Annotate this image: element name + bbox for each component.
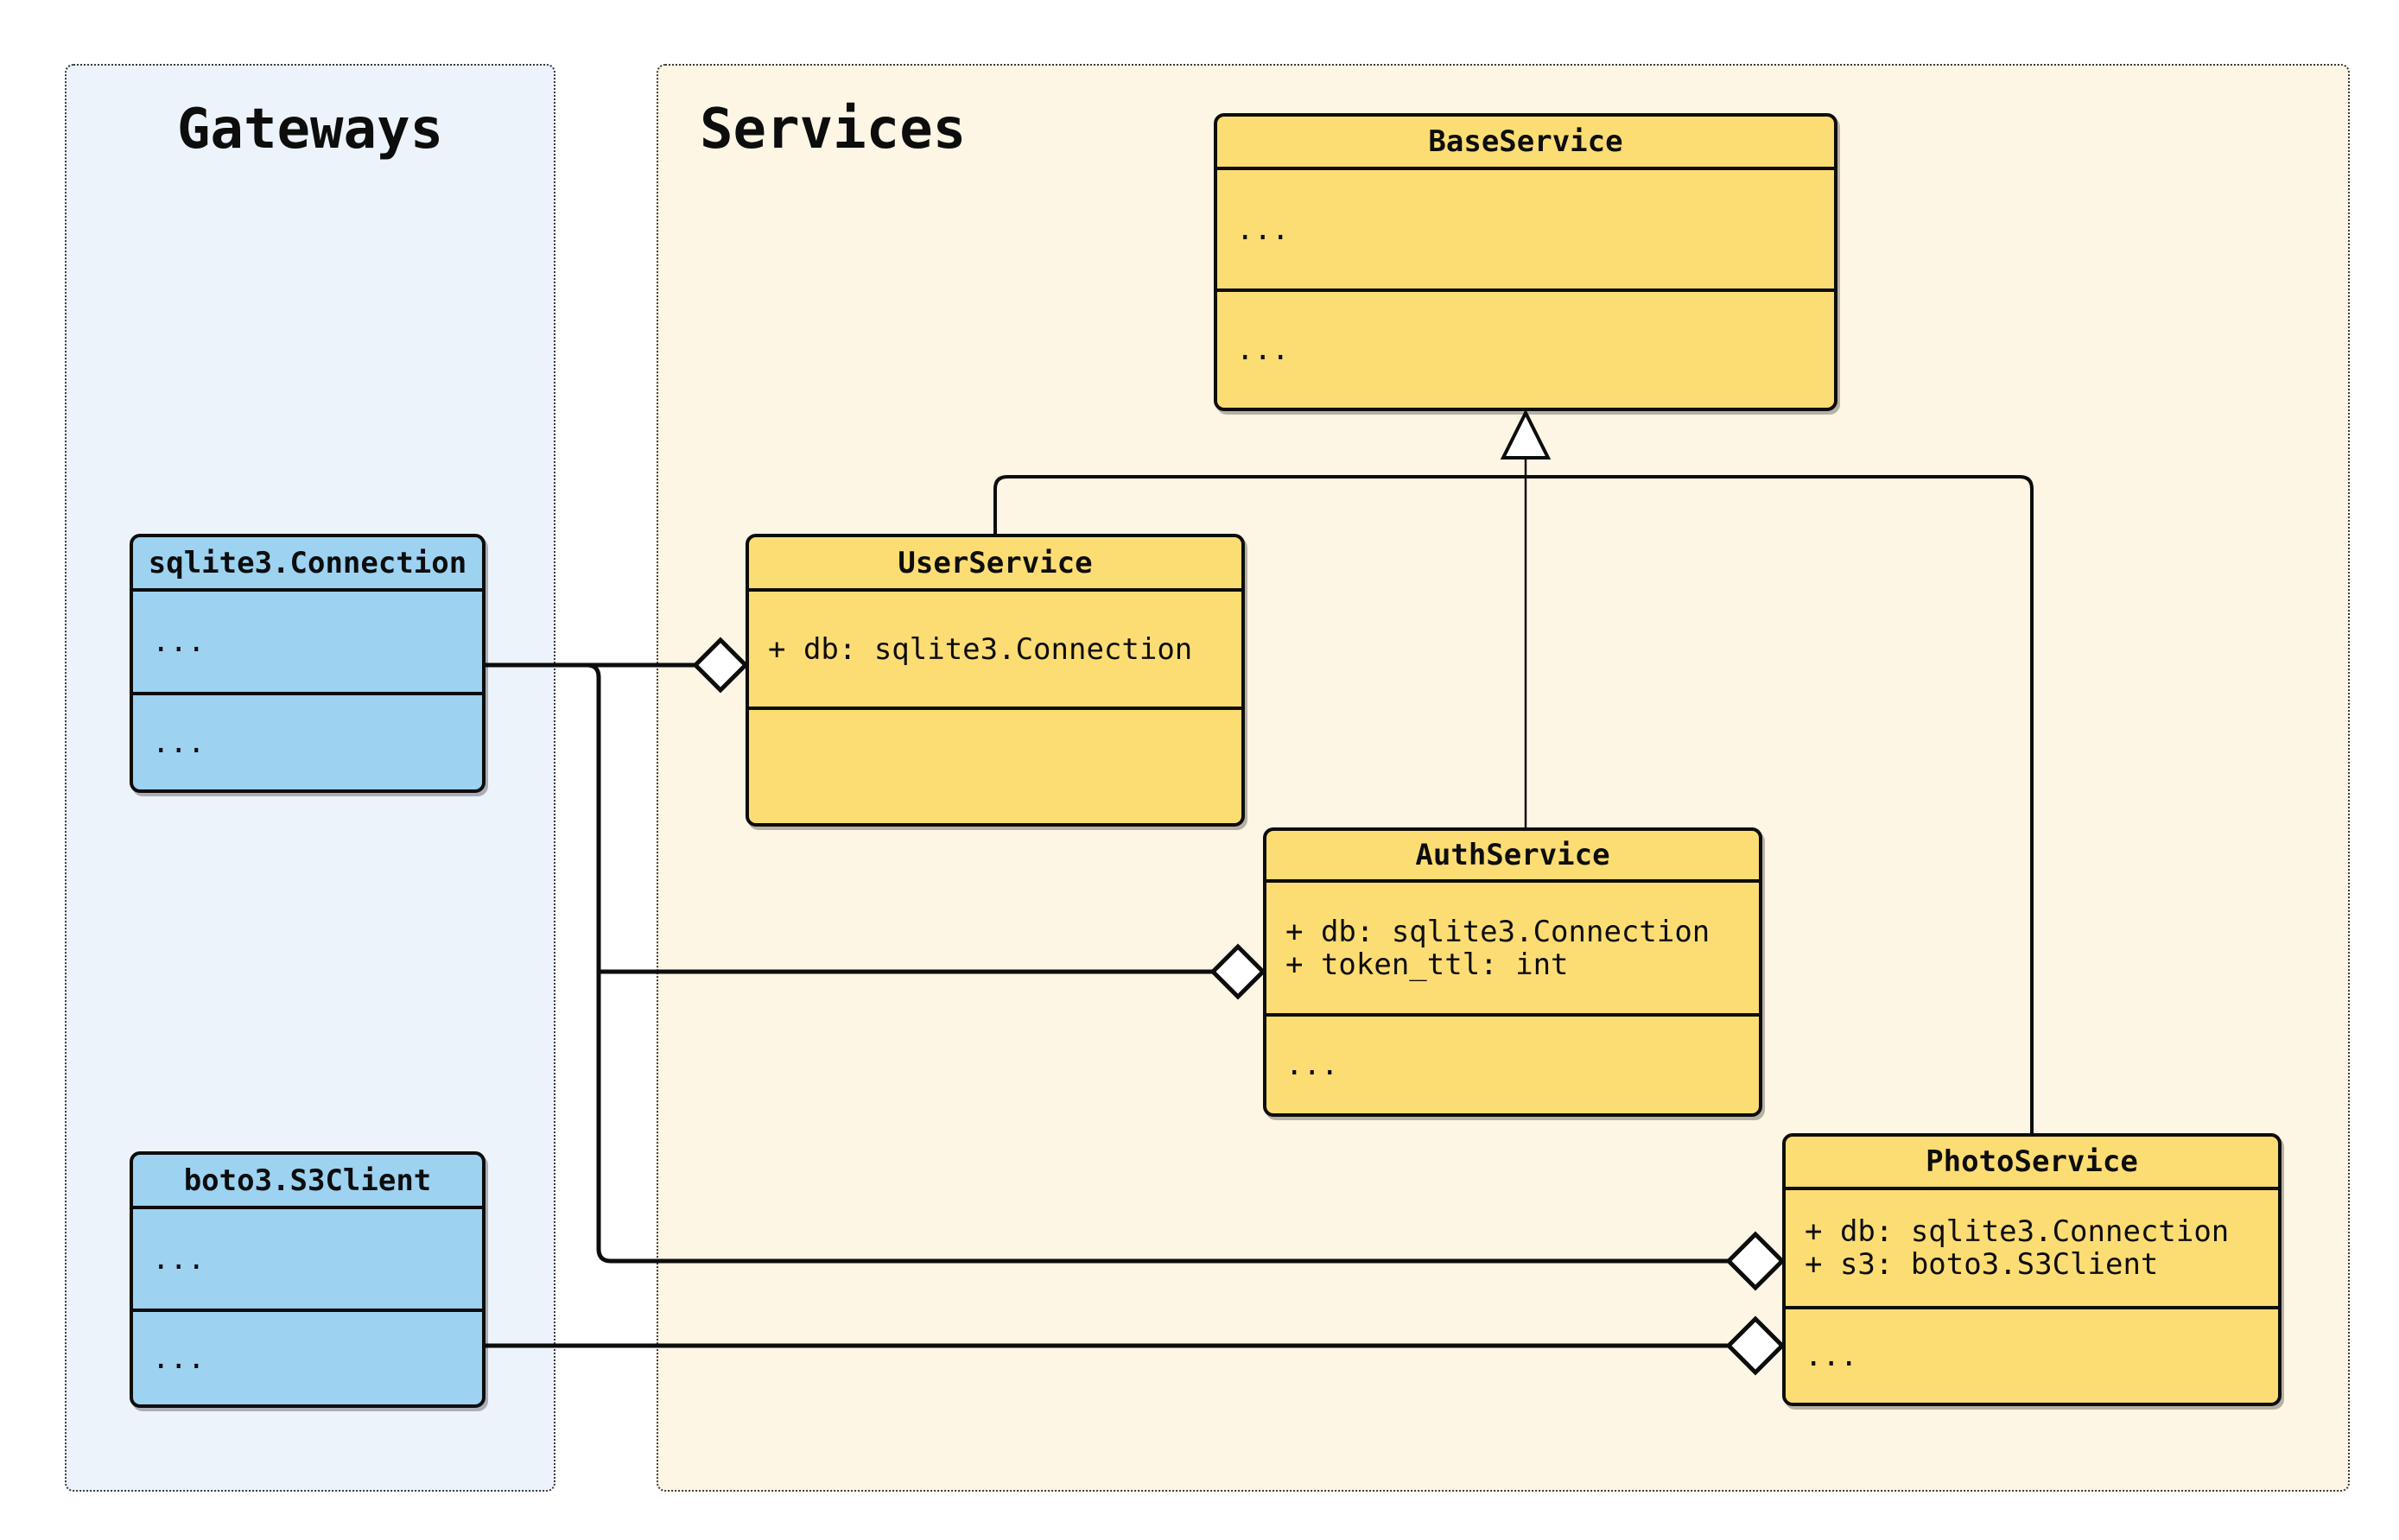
aggregation-diamond-authservice-icon (1209, 943, 1266, 1000)
class-authservice-title: AuthService (1266, 831, 1759, 883)
aggregation-diamond-photoservice-s3-icon (1725, 1315, 1786, 1376)
class-photoservice-methods: ... (1786, 1309, 2278, 1403)
inheritance-bus-line (993, 475, 2034, 1133)
class-photoservice-attributes: + db: sqlite3.Connection + s3: boto3.S3C… (1786, 1190, 2278, 1309)
attribute-line: + db: sqlite3.Connection (768, 631, 1193, 667)
inheritance-triangle-icon (1500, 409, 1552, 459)
class-userservice: UserService + db: sqlite3.Connection (746, 534, 1245, 827)
class-boto3-s3client-attributes: ... (133, 1209, 482, 1312)
method-line: ... (1285, 1048, 1339, 1082)
class-boto3-s3client-title: boto3.S3Client (133, 1155, 482, 1209)
method-line: ... (1805, 1339, 1858, 1373)
class-userservice-methods (749, 710, 1241, 823)
class-sqlite3-connection-methods: ... (133, 695, 482, 789)
method-line: ... (152, 725, 206, 760)
attribute-line: ... (1236, 212, 1290, 247)
class-authservice-attributes: + db: sqlite3.Connection + token_ttl: in… (1266, 883, 1759, 1017)
class-boto3-s3client-methods: ... (133, 1312, 482, 1404)
attribute-line: + token_ttl: int (1285, 947, 1569, 982)
class-userservice-title: UserService (749, 537, 1241, 592)
class-authservice: AuthService + db: sqlite3.Connection + t… (1263, 827, 1762, 1117)
method-line: ... (152, 1340, 206, 1376)
class-baseservice-methods: ... (1217, 292, 1834, 408)
group-gateways-title: Gateways (176, 98, 444, 162)
class-baseservice-title: BaseService (1217, 117, 1834, 170)
attribute-line: + db: sqlite3.Connection (1285, 914, 1710, 949)
method-line: ... (1236, 333, 1290, 367)
class-photoservice-title: PhotoService (1786, 1137, 2278, 1190)
aggregation-diamond-photoservice-db-icon (1725, 1231, 1786, 1291)
class-photoservice: PhotoService + db: sqlite3.Connection + … (1782, 1133, 2282, 1406)
attribute-line: + db: sqlite3.Connection (1805, 1214, 2230, 1249)
class-baseservice: BaseService ... ... (1214, 113, 1837, 411)
aggregation-diamond-userservice-icon (692, 637, 749, 694)
group-services-title: Services (700, 98, 967, 162)
attribute-line: + s3: boto3.S3Client (1805, 1247, 2159, 1282)
class-authservice-methods: ... (1266, 1017, 1759, 1113)
class-sqlite3-connection: sqlite3.Connection ... ... (130, 534, 486, 793)
class-userservice-attributes: + db: sqlite3.Connection (749, 592, 1241, 710)
attribute-line: ... (152, 624, 206, 659)
attribute-line: ... (152, 1241, 206, 1277)
class-baseservice-attributes: ... (1217, 170, 1834, 292)
class-sqlite3-connection-title: sqlite3.Connection (133, 537, 482, 592)
class-sqlite3-connection-attributes: ... (133, 592, 482, 695)
aggregation-line-sqlite3-photoservice (586, 662, 1729, 1264)
class-boto3-s3client: boto3.S3Client ... ... (130, 1151, 486, 1408)
